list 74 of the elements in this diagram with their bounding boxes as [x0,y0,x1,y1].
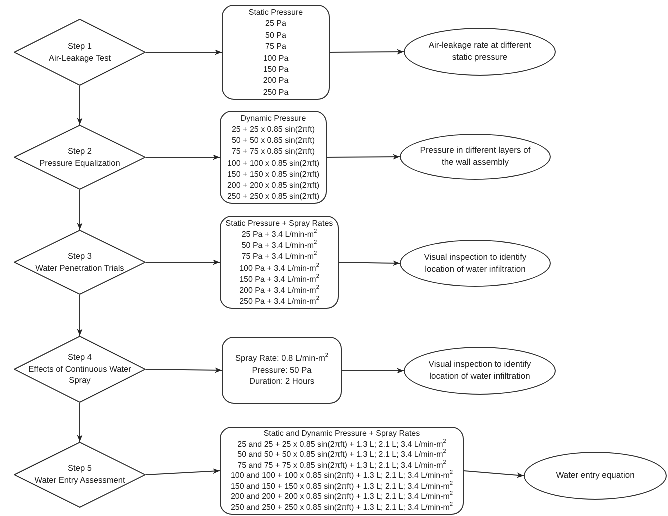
arrow [146,154,220,160]
node-heading: Step 1 [68,40,92,52]
decision-diamond [14,125,146,190]
node-heading: Step 2 [68,146,92,158]
node-text: Duration: 2 Hours [249,376,315,388]
arrow [464,470,524,478]
arrow [77,190,83,230]
node-heading: Step 4 [68,352,92,364]
node-text: 100 Pa [263,52,289,64]
node-heading: Static Pressure + Spray Rates [226,218,334,229]
arrow [330,49,404,55]
arrow [146,260,220,266]
node-heading: Step 5 [68,463,92,475]
node-text: 75 Pa [266,41,286,52]
node-text: 150 and 150 + 150 x 0.85 sin(2πft) + 1.3 L; 2.1 L; 3.4 L/min-m$^{2}$ [230,482,454,491]
node-text: Visual inspection to identify location of water infiltration [423,252,528,276]
node-text: Pressure Equalization [40,158,120,170]
node-text: 200 Pa [263,75,289,87]
node-text: Water entry equation [556,470,635,482]
node-text: 150 Pa + 3.4 L/min-m$^{2}$ [240,274,320,285]
node-text: 100 + 100 x 0.85 sin(2πft) [227,158,320,169]
node-text: 50 and 50 + 50 x 0.85 sin(2πft) + 1.3 L; 2.1 L; 3.4 L/min-m$^{2}$ [238,450,446,460]
node-text: 150 + 150 x 0.85 sin(2πft) [227,168,320,180]
node-text: 25 Pa [266,18,286,30]
arrow [338,260,400,266]
node-heading: Dynamic Pressure [240,113,306,124]
node-text: 150 Pa [263,64,289,76]
node-heading: Static and Dynamic Pressure + Spray Rates [264,429,420,440]
node-text: 25 Pa + 3.4 L/min-m$^{2}$ [242,229,318,240]
node-text: 25 and 25 + 25 x 0.85 sin(2πft) + 1.3 L; 2.1 L; 3.4 L/min-m$^{2}$ [238,440,446,449]
node-text: Water Entry Assessment [34,475,126,487]
decision-diamond [14,230,146,295]
node-text: Pressure in different layers of the wall assembly [420,145,532,169]
decision-diamond [14,442,146,508]
arrow [326,154,400,160]
process-box [220,427,464,515]
node-heading: Static Pressure [248,7,304,18]
node-text: Air-Leakage Test [48,52,112,64]
process-box [220,111,327,204]
arrow [77,86,83,126]
node-text: 200 Pa + 3.4 L/min-m$^{2}$ [240,284,320,296]
node-text: 250 and 250 + 250 x 0.85 sin(2πft) + 1.3 L; 2.1 L; 3.4 L/min-m$^{2}$ [230,502,454,513]
node-text: 25 + 25 x 0.85 sin(2πft) [232,124,316,136]
node-text: 50 + 50 x 0.85 sin(2πft) [232,135,316,146]
node-text: Air-leakage rate at different static pressure [428,40,532,64]
node-text: 200 and 200 + 200 x 0.85 sin(2πft) + 1.3 L; 2.1 L; 3.4 L/min-m$^{2}$ [230,492,454,502]
decision-diamond [14,336,146,403]
node-text: 75 Pa + 3.4 L/min-m$^{2}$ [242,251,318,262]
node-text: Pressure: 50 Pa [252,364,312,376]
node-text: Visual inspection to identify location of water infiltration [428,359,532,383]
node-text: 75 and 75 + 75 x 0.85 sin(2πft) + 1.3 L; 2.1 L; 3.4 L/min-m$^{2}$ [238,460,446,471]
node-heading: Spray Rate: 0.8 L/min-m$^{2}$ [236,353,328,365]
node-text: 100 Pa + 3.4 L/min-m$^{2}$ [240,262,320,274]
node-text: 100 and 100 + 100 x 0.85 sin(2πft) + 1.3 L; 2.1 L; 3.4 L/min-m$^{2}$ [230,471,454,481]
node-text: 50 Pa + 3.4 L/min-m$^{2}$ [242,240,318,251]
process-box [222,5,330,100]
node-text: 250 + 250 x 0.85 sin(2πft) [227,190,320,202]
node-heading: Step 3 [68,250,92,262]
arrow [146,50,222,56]
arrow [146,468,220,476]
arrow [77,294,83,336]
arrow [342,368,404,374]
node-text: 250 Pa [263,86,289,98]
node-text: Water Penetration Trials [36,262,124,274]
decision-diamond [14,19,146,86]
arrow [77,402,83,442]
node-text: 250 Pa + 3.4 L/min-m$^{2}$ [240,296,320,307]
arrow [146,368,222,374]
node-text: 75 + 75 x 0.85 sin(2πft) [232,146,316,158]
node-text: 200 + 200 x 0.85 sin(2πft) [227,180,320,191]
process-box [222,337,342,404]
node-text: Effects of Continuous Water Spray [28,364,132,387]
process-box [220,216,339,309]
node-text: 50 Pa [266,30,286,42]
